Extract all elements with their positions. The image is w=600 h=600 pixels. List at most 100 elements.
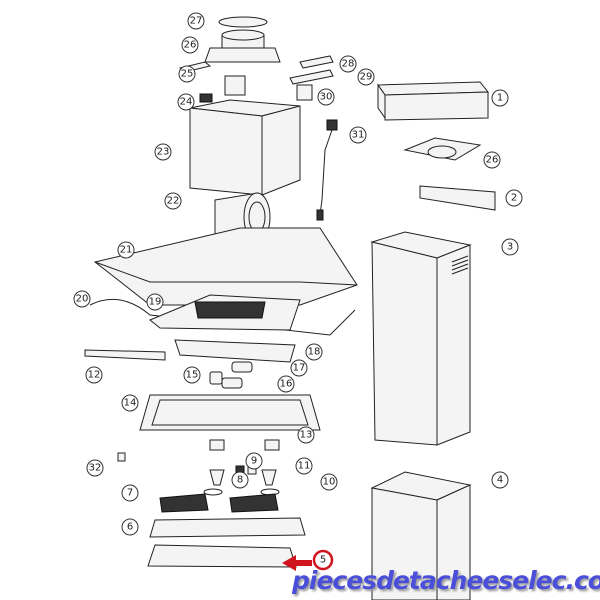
callout-part-5: 5: [312, 549, 334, 571]
callout-part-13: 13: [297, 426, 315, 444]
callout-circle: [177, 93, 195, 111]
callout-circle: [187, 12, 205, 30]
callout-circle: [297, 426, 315, 444]
callout-circle: [231, 471, 249, 489]
callout-part-3: 3: [501, 238, 519, 256]
callout-number: 5: [320, 555, 326, 566]
callout-number: 18: [308, 347, 321, 358]
callout-part-21: 21: [117, 241, 135, 259]
callout-number: 19: [149, 297, 162, 308]
callout-part-6: 6: [121, 518, 139, 536]
callout-number: 22: [167, 196, 180, 207]
filter-tray: [139, 394, 321, 431]
callout-part-30: 30: [317, 88, 335, 106]
callout-number: 31: [352, 130, 365, 141]
watermark: piecesdetacheeselec.com: [292, 566, 600, 595]
callout-part-20: 20: [73, 290, 91, 308]
callout-circle: [73, 290, 91, 308]
upper-chimney: [370, 231, 472, 446]
callout-circle: [357, 68, 375, 86]
callout-part-7: 7: [121, 484, 139, 502]
callout-part-26: 26: [181, 36, 199, 54]
callout-circle: [339, 55, 357, 73]
power-cord: [316, 119, 338, 221]
callout-part-26: 26: [483, 151, 501, 169]
callout-part-12: 12: [85, 366, 103, 384]
callout-part-19: 19: [146, 293, 164, 311]
callout-circle: [483, 151, 501, 169]
callout-number: 1: [497, 93, 503, 104]
callout-circle: [117, 241, 135, 259]
callout-part-29: 29: [357, 68, 375, 86]
callout-circle: [305, 343, 323, 361]
callout-number: 10: [323, 477, 336, 488]
callout-part-16: 16: [277, 375, 295, 393]
callout-circle: [86, 459, 104, 477]
callout-number: 4: [497, 475, 503, 486]
callout-part-15: 15: [183, 366, 201, 384]
callout-part-22: 22: [164, 192, 182, 210]
callout-number: 26: [486, 155, 499, 166]
grease-filters: [159, 493, 279, 513]
callout-part-24: 24: [177, 93, 195, 111]
callout-number: 17: [293, 363, 306, 374]
callout-number: 21: [120, 245, 133, 256]
callout-part-31: 31: [349, 126, 367, 144]
callout-number: 3: [507, 242, 513, 253]
lamps: [209, 361, 253, 389]
callout-circle: [491, 89, 509, 107]
lower-chimney: [370, 471, 472, 600]
callout-circle: [121, 394, 139, 412]
handle-rail: [89, 298, 356, 336]
chimney-bracket: [419, 185, 496, 211]
motor-housing: [189, 99, 301, 196]
callout-number: 29: [360, 72, 373, 83]
callout-circle: [154, 143, 172, 161]
lamp-holders: [117, 439, 280, 496]
callout-number: 6: [127, 522, 133, 533]
callout-number: 12: [88, 370, 101, 381]
callout-circle: [121, 518, 139, 536]
callout-circle: [290, 359, 308, 377]
outlet-collar: [403, 137, 482, 161]
callout-circle: [320, 473, 338, 491]
callout-number: 26: [184, 40, 197, 51]
callout-number: 13: [300, 430, 313, 441]
inner-frame: [149, 294, 301, 331]
callout-circle: [245, 452, 263, 470]
top-collar: [204, 16, 281, 63]
callout-number: 2: [511, 193, 517, 204]
callout-part-8: 8: [231, 471, 249, 489]
callout-number: 23: [157, 147, 170, 158]
callout-number: 15: [186, 370, 199, 381]
callout-number: 24: [180, 97, 193, 108]
callout-number: 8: [237, 475, 243, 486]
callout-part-10: 10: [320, 473, 338, 491]
callout-circle: [312, 549, 334, 571]
canopy: [93, 227, 358, 306]
callout-circle: [491, 471, 509, 489]
callout-number: 32: [89, 463, 102, 474]
callout-number: 16: [280, 379, 293, 390]
callout-circle: [349, 126, 367, 144]
callout-part-4: 4: [491, 471, 509, 489]
callout-circle: [121, 484, 139, 502]
callout-part-25: 25: [178, 65, 196, 83]
lower-frame: [149, 517, 306, 538]
callout-number: 28: [342, 59, 355, 70]
callout-circle: [164, 192, 182, 210]
callout-number: 20: [76, 294, 89, 305]
callout-part-32: 32: [86, 459, 104, 477]
callout-number: 14: [124, 398, 137, 409]
brackets: [178, 55, 334, 103]
callout-part-9: 9: [245, 452, 263, 470]
callout-circle: [317, 88, 335, 106]
callout-number: 7: [127, 488, 133, 499]
callout-circle: [277, 375, 295, 393]
callout-part-27: 27: [187, 12, 205, 30]
callout-circle: [501, 238, 519, 256]
duct-sleeve: [377, 81, 490, 121]
